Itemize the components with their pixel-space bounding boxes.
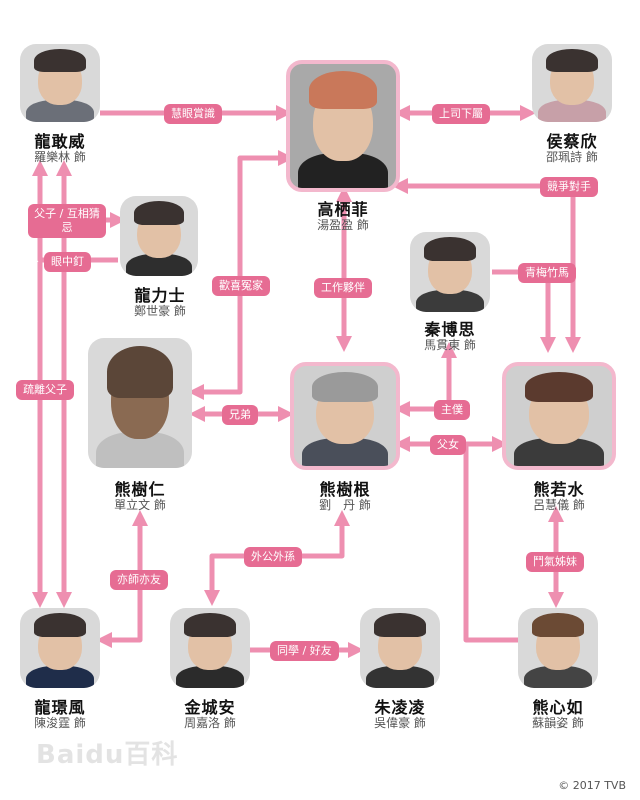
- actor-credit: 陳浚霆 飾: [34, 716, 86, 730]
- link-r14: [95, 509, 149, 649]
- person-name: 熊心如: [532, 698, 584, 717]
- portrait-xiong-shuren: [88, 338, 192, 468]
- person-name: 熊樹根: [319, 480, 371, 499]
- link-r5: [31, 159, 118, 263]
- relation-tag: 父子 / 互相猜忌: [28, 204, 106, 238]
- actor-credit: 湯盈盈 飾: [317, 218, 369, 232]
- relation-tag: 競爭對手: [540, 177, 598, 197]
- actor-credit: 單立文 飾: [114, 498, 166, 512]
- relation-tag: 外公外孫: [244, 547, 302, 567]
- person-name: 龍力士: [134, 286, 186, 305]
- portrait-long-lishi: [120, 196, 198, 276]
- person-name: 高栖菲: [317, 200, 369, 219]
- relation-tag: 兄弟: [222, 405, 258, 425]
- person-name: 金城安: [184, 698, 236, 717]
- person-name: 熊若水: [533, 480, 585, 499]
- watermark-logo: Baidu百科: [36, 740, 179, 770]
- actor-credit: 蘇韻姿 飾: [532, 716, 584, 730]
- relation-tag: 鬥氣姊妹: [526, 552, 584, 572]
- relation-tag: 青梅竹馬: [518, 263, 576, 283]
- person-name: 朱凌凌: [374, 698, 426, 717]
- actor-credit: 呂慧儀 飾: [533, 498, 585, 512]
- relation-tag: 亦師亦友: [110, 570, 168, 590]
- link-r12b: [463, 444, 518, 643]
- person-name: 秦博思: [424, 320, 476, 339]
- link-r6: [187, 149, 295, 401]
- actor-credit: 周嘉洛 飾: [184, 716, 236, 730]
- portrait-hou-caixin: [532, 44, 612, 122]
- relation-tag: 同學 / 好友: [270, 641, 339, 661]
- portrait-xiong-ruoshui: [502, 362, 616, 470]
- actor-credit: 邵珮詩 飾: [546, 150, 598, 164]
- relation-tag: 眼中釘: [44, 252, 91, 272]
- portrait-xiong-xinru: [518, 608, 598, 688]
- portrait-zhu-lingling: [360, 608, 440, 688]
- relation-tag: 慧眼賞識: [164, 104, 222, 124]
- relation-tag: 主僕: [434, 400, 470, 420]
- portrait-qin-bosi: [410, 232, 490, 312]
- person-name: 侯蔡欣: [546, 132, 598, 151]
- portrait-long-ganwei: [20, 44, 100, 122]
- portrait-xiong-shugen: [290, 362, 400, 470]
- portrait-gao-xifei: [286, 60, 400, 192]
- actor-credit: 劉 丹 飾: [319, 498, 371, 512]
- actor-credit: 羅樂林 飾: [34, 150, 86, 164]
- relation-tag: 父女: [430, 435, 466, 455]
- relation-tag: 工作夥伴: [314, 278, 372, 298]
- portrait-long-huanfeng: [20, 608, 100, 688]
- relation-tag: 歡喜冤家: [212, 276, 270, 296]
- actor-credit: 鄭世豪 飾: [134, 304, 186, 318]
- actor-credit: 吳偉豪 飾: [374, 716, 426, 730]
- portrait-jin-chengan: [170, 608, 250, 688]
- person-name: 龍璟風: [34, 698, 86, 717]
- relation-tag: 疏離父子: [16, 380, 74, 400]
- actor-credit: 馬貫東 飾: [424, 338, 476, 352]
- person-name: 熊樹仁: [114, 480, 166, 499]
- copyright-text: © 2017 TVB: [558, 779, 626, 792]
- person-name: 龍敢威: [34, 132, 86, 151]
- relation-tag: 上司下屬: [432, 104, 490, 124]
